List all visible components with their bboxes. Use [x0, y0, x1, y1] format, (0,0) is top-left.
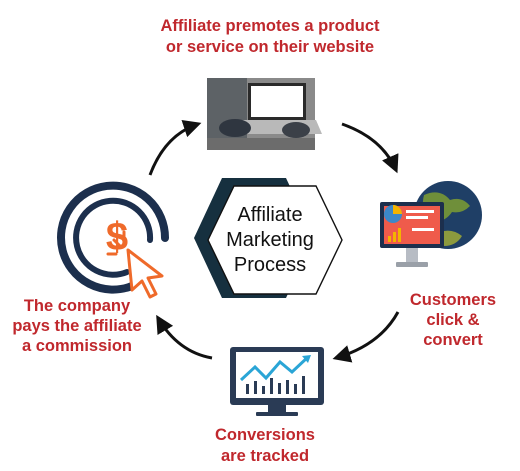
step-label-commission: The company pays the affiliate a commiss…: [2, 296, 152, 356]
center-hexagon: [194, 178, 343, 298]
step-label-click: Customers click & convert: [392, 290, 514, 350]
monitor-globe-icon: [380, 181, 482, 267]
step-label-line: a commission: [21, 337, 133, 355]
arrow-top-right: [341, 122, 399, 174]
center-title-line: Marketing: [226, 229, 314, 251]
step-label-line: or service on their website: [165, 38, 375, 56]
center-title: Affiliate Marketing Process: [214, 203, 326, 278]
step-label-line: Conversions: [215, 426, 315, 444]
arrow-top-left: [148, 120, 202, 176]
step-label-line: Customers: [409, 291, 497, 309]
laptop-typing-photo: [207, 78, 322, 150]
monitor-chart-icon: [230, 347, 324, 416]
step-label-promote: Affiliate premotes a product or service …: [120, 16, 420, 58]
step-label-line: click &: [426, 311, 480, 329]
step-label-line: Affiliate premotes a product: [160, 17, 380, 35]
arrow-bottom-left: [156, 314, 213, 360]
dollar-cursor-icon: $: [57, 181, 170, 299]
step-label-tracked: Conversions are tracked: [190, 425, 340, 467]
step-label-line: The company: [23, 297, 131, 315]
step-label-line: are tracked: [220, 447, 310, 465]
center-title-line: Process: [233, 254, 307, 276]
arrow-bottom-right: [332, 311, 400, 363]
step-label-line: convert: [423, 331, 483, 349]
center-title-line: Affiliate: [237, 204, 303, 226]
svg-text:$: $: [106, 215, 128, 259]
step-label-line: pays the affiliate: [12, 317, 142, 335]
